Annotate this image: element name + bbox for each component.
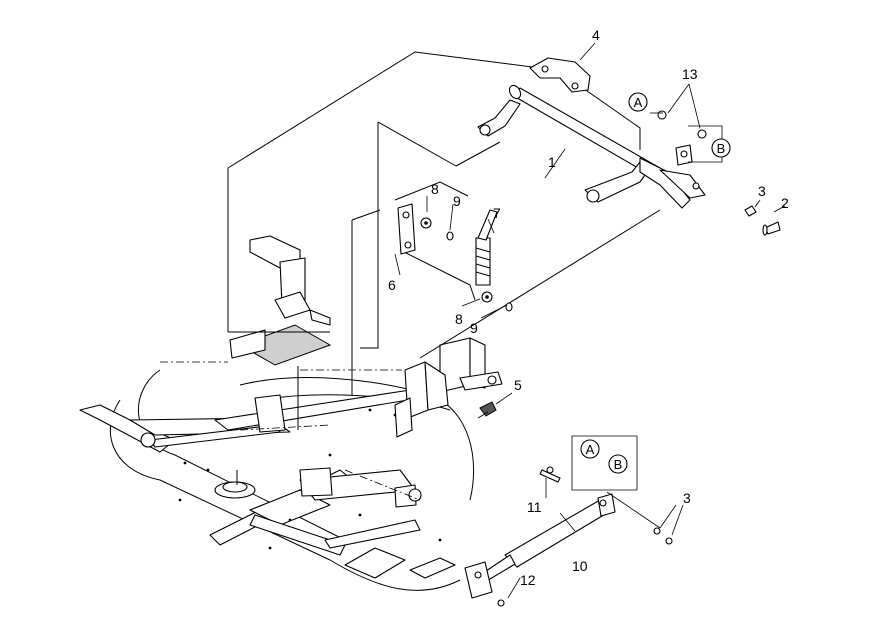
- callout-1: 1: [548, 154, 556, 170]
- small-hardware: [420, 110, 781, 607]
- svg-text:A: A: [586, 442, 595, 457]
- assembly-outlines: [160, 51, 661, 501]
- callout-4: 4: [592, 27, 600, 43]
- callout-2: 2: [781, 195, 789, 211]
- svg-text:B: B: [717, 141, 726, 156]
- callout-5: 5: [514, 377, 522, 393]
- callout-9-top: 9: [453, 193, 461, 209]
- connector-b-top: B: [711, 138, 731, 158]
- callout-13: 13: [682, 66, 698, 82]
- rear-bracket-assembly: [229, 235, 332, 366]
- plate-and-spring: [397, 203, 498, 286]
- connector-box-bottom: [571, 435, 638, 491]
- svg-text:B: B: [614, 457, 623, 472]
- svg-text:A: A: [634, 95, 643, 110]
- leader-lines: [394, 42, 786, 599]
- callout-12: 12: [520, 572, 536, 588]
- callout-6: 6: [388, 277, 396, 293]
- lever-bracket: [394, 337, 503, 438]
- connector-a-top: A: [628, 92, 648, 112]
- callout-11: 11: [527, 499, 542, 515]
- callout-8-top: 8: [431, 181, 439, 197]
- connector-a-bottom: A: [580, 439, 600, 459]
- callout-8-bottom: 8: [455, 311, 463, 327]
- damper-rod: [464, 493, 616, 599]
- callout-10: 10: [572, 558, 588, 574]
- pivot-shaft: [477, 84, 706, 209]
- callout-3-bottom: 3: [683, 490, 691, 506]
- mounting-bracket: [529, 57, 591, 93]
- connector-b-bottom: B: [608, 454, 628, 474]
- callout-3-top: 3: [758, 183, 766, 199]
- machine-frame: [79, 369, 475, 591]
- callout-7: 7: [493, 205, 501, 221]
- callout-9-bottom: 9: [470, 320, 478, 336]
